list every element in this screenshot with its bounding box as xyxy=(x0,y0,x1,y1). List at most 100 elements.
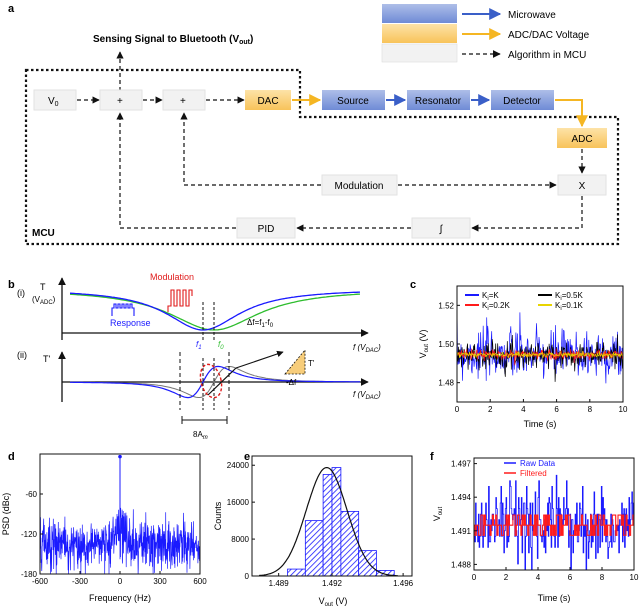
zoom-arrow xyxy=(235,350,284,369)
f-y-label: Vout xyxy=(432,506,444,521)
e-x-tick-label: 1.496 xyxy=(393,579,414,588)
e-bars xyxy=(287,467,395,577)
sum-label-1: + xyxy=(117,96,123,107)
f-x-tick-label: 10 xyxy=(630,573,639,582)
d-x-tick-label: -300 xyxy=(72,577,89,586)
d-x-tick-label: 600 xyxy=(193,577,207,586)
modulation-icon xyxy=(167,289,193,312)
c-x-tick-label: 6 xyxy=(554,405,559,414)
dac-block xyxy=(245,90,291,110)
c-x-label: Time (s) xyxy=(524,419,557,429)
modulation-label: Modulation xyxy=(335,181,384,192)
resonator-label: Resonator xyxy=(415,96,462,107)
multiply-block xyxy=(557,174,607,196)
c-series-line xyxy=(457,350,623,359)
f-x-tick-label: 8 xyxy=(600,573,605,582)
detector-block xyxy=(491,90,554,110)
arrow-modulation-sum2 xyxy=(180,112,321,186)
c-y-label: Vout (V) xyxy=(418,330,430,359)
f-series-line xyxy=(474,514,634,536)
f-x-tick-label: 4 xyxy=(536,573,541,582)
v0-label: V0 xyxy=(48,96,59,108)
d-noise-trace xyxy=(40,507,200,574)
adc-block xyxy=(557,128,607,148)
sum-block-2 xyxy=(162,89,206,111)
e-histogram-bar xyxy=(358,550,377,577)
arrow-pid-sum1 xyxy=(116,112,236,229)
c-legend-label: Ki=K xyxy=(482,291,499,302)
e-y-tick-label: 0 xyxy=(245,572,250,581)
legend-algorithm-label: Algorithm in MCU xyxy=(508,50,586,61)
b1-x-label: f (VDAC) xyxy=(353,343,381,354)
e-y-tick-label: 24000 xyxy=(227,461,250,470)
mcu-label: MCU xyxy=(32,228,55,239)
e-histogram-bar xyxy=(287,568,306,577)
f-plot-frame xyxy=(473,457,635,571)
c-legend-label: Ki=0.5K xyxy=(555,291,583,302)
f-x-label: Time (s) xyxy=(538,593,571,603)
integrator-label: ∫ xyxy=(439,224,444,235)
f-x-tick-label: 2 xyxy=(504,573,509,582)
pid-block xyxy=(236,217,296,239)
legend-adc-dac-swatch xyxy=(382,24,457,43)
b1-y-label: T xyxy=(40,282,46,292)
f-y-tick-label: 1.491 xyxy=(451,527,472,536)
f-axes: 0 2 4 6 8 10 1.488 1.491 1.494 1.497 xyxy=(451,460,639,582)
slope-line xyxy=(207,367,237,396)
response-icon xyxy=(111,303,135,316)
modulation-block xyxy=(321,174,398,196)
e-x-tick-label: 1.492 xyxy=(322,579,343,588)
panel-b: b (i) (ii) T (VADC) f (VDAC) Modulation … xyxy=(8,272,381,441)
e-fit-curve xyxy=(259,467,398,577)
b-width-label: 8Am xyxy=(193,430,208,441)
b2-y-label: T' xyxy=(43,354,50,364)
f-y-tick-label: 1.497 xyxy=(451,460,472,469)
dac-label: DAC xyxy=(257,96,278,107)
e-histogram-bar xyxy=(331,467,342,577)
arrow-detector-adc xyxy=(555,99,588,128)
panel-c-label: c xyxy=(410,279,416,291)
panel-d-label: d xyxy=(8,451,15,463)
b1-curve-f1 xyxy=(69,291,361,331)
panel-b-row2-tag: (ii) xyxy=(17,350,27,360)
f-y-tick-label: 1.488 xyxy=(451,560,472,569)
d-x-tick-label: 300 xyxy=(153,577,167,586)
f-y-tick-label: 1.494 xyxy=(451,493,472,502)
output-label: Sensing Signal to Bluetooth (Vout) xyxy=(93,34,253,46)
c-x-tick-label: 0 xyxy=(455,405,460,414)
e-y-tick-label: 8000 xyxy=(231,535,249,544)
c-series-line xyxy=(457,334,623,382)
resonator-block xyxy=(407,90,470,110)
c-y-tick-label: 1.50 xyxy=(438,340,454,349)
f-x-tick-label: 6 xyxy=(568,573,573,582)
f-legend-label: Filtered xyxy=(520,469,547,478)
f-x-tick-label: 0 xyxy=(472,573,477,582)
panel-e-label: e xyxy=(244,451,250,463)
integrator-block xyxy=(411,217,471,239)
f-legend-label: Raw Data xyxy=(520,459,556,468)
c-y-tick-label: 1.48 xyxy=(438,379,454,388)
slope-triangle xyxy=(284,348,306,375)
e-histogram-bar xyxy=(340,510,360,577)
multiply-label: X xyxy=(579,181,586,192)
c-legend-label: Ki=0.2K xyxy=(482,301,510,312)
d-x-label: Frequency (Hz) xyxy=(89,593,151,603)
panel-f-label: f xyxy=(430,451,434,463)
e-histogram-bar xyxy=(304,520,324,577)
sum-label-2: + xyxy=(180,96,186,107)
b-f1-label: f1 xyxy=(196,340,202,351)
arrow-multiply-integrator xyxy=(471,196,583,232)
c-x-tick-label: 8 xyxy=(588,405,593,414)
detector-label: Detector xyxy=(503,96,541,107)
adc-label: ADC xyxy=(571,134,592,145)
source-block xyxy=(322,90,385,110)
legend-microwave-label: Microwave xyxy=(508,10,556,21)
legend-algorithm-swatch xyxy=(381,43,458,63)
panel-a-label: a xyxy=(8,3,15,15)
